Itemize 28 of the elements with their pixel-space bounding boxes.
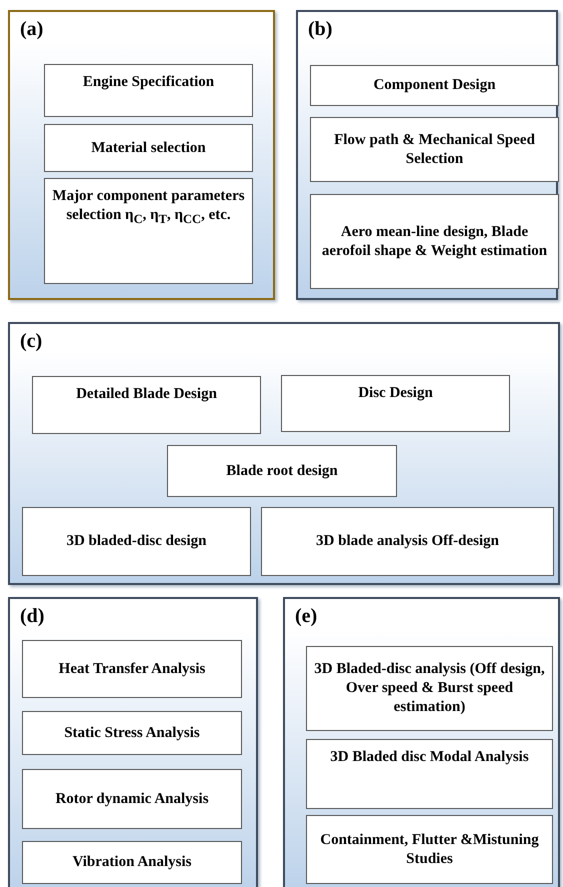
- step-box: Static Stress Analysis: [22, 711, 242, 755]
- step-box: Material selection: [44, 124, 253, 172]
- panel: [296, 10, 558, 300]
- step-box: 3D Bladed disc Modal Analysis: [306, 739, 553, 809]
- panel: [8, 322, 560, 585]
- panel-label: (a): [20, 18, 44, 41]
- step-box: Vibration Analysis: [22, 841, 242, 884]
- step-box: Blade root design: [167, 445, 397, 497]
- panel-label: (b): [308, 18, 332, 41]
- step-box: 3D blade analysis Off-design: [261, 507, 554, 576]
- step-box: Containment, Flutter &Mistuning Studies: [306, 815, 553, 884]
- panel: [8, 10, 275, 300]
- step-box: 3D bladed-disc design: [22, 507, 251, 576]
- step-box: Heat Transfer Analysis: [22, 640, 242, 698]
- step-box: Component Design: [310, 65, 559, 106]
- panel: [283, 597, 560, 887]
- panel: [8, 597, 258, 887]
- step-box: Detailed Blade Design: [32, 376, 261, 434]
- step-box: Major component parameters selection η$_{C}$, η$_{T}$, η$_{CC}$, etc.: [44, 178, 253, 284]
- step-box: Flow path & Mechanical Speed Selection: [310, 117, 559, 182]
- step-box: 3D Bladed-disc analysis (Off design, Over speed & Burst speed estimation): [306, 646, 553, 731]
- panel-label: (c): [20, 330, 42, 353]
- step-box: Rotor dynamic Analysis: [22, 769, 242, 829]
- step-box: Aero mean-line design, Blade aerofoil shape & Weight estimation: [310, 194, 559, 289]
- panel-label: (d): [20, 605, 44, 628]
- panel-label: (e): [295, 605, 318, 628]
- step-box: Engine Specification: [44, 64, 253, 117]
- step-box: Disc Design: [281, 375, 510, 432]
